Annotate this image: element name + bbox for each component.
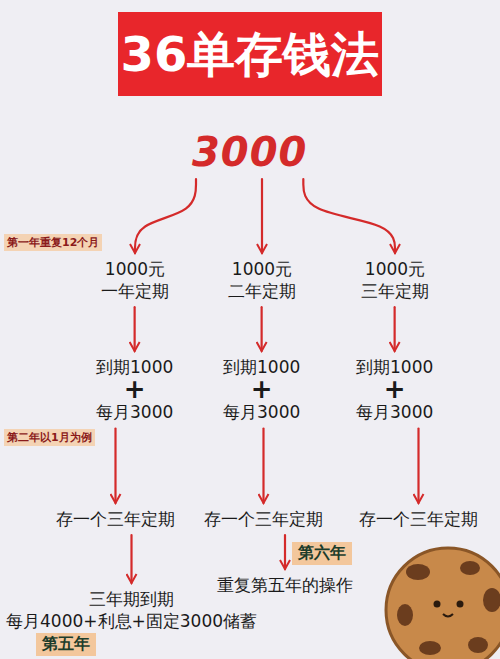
cookie <box>386 548 500 659</box>
node-text: 每月3000 <box>223 401 300 423</box>
node-text: 每月3000 <box>96 401 173 423</box>
amount-node: 3000 <box>190 128 309 176</box>
node-text: 每月3000 <box>356 401 433 423</box>
node-text: 1000元 一年定期 <box>92 258 178 302</box>
node-text: + <box>96 378 173 401</box>
flow-arrow <box>135 179 196 253</box>
node-text: 存一个三年定期 <box>56 508 175 530</box>
node-text: 3000 <box>192 130 307 174</box>
node-text: 1000元 二年定期 <box>219 258 305 302</box>
node-text: 到期1000 <box>96 356 173 378</box>
flow-arrow <box>261 307 263 351</box>
flow-arrow <box>130 535 132 583</box>
maturity-box: 到期1000+每月3000 <box>94 354 175 426</box>
year-note: 第一年重复12个月 <box>4 234 102 251</box>
year-tag: 第五年 <box>36 633 96 656</box>
node-text: + <box>356 378 433 401</box>
title-text: 36单存钱法 <box>118 12 382 96</box>
deposit-box: 1000元 二年定期 <box>217 256 307 304</box>
node-text: 1000元 三年定期 <box>352 258 438 302</box>
year-tag: 第六年 <box>292 542 352 565</box>
flow-arrow <box>394 307 396 351</box>
three-year-box: 存一个三年定期 <box>54 506 177 532</box>
maturity-box: 到期1000+每月3000 <box>354 354 435 426</box>
node-text: + <box>223 378 300 401</box>
node-text: 到期1000 <box>356 356 433 378</box>
year-note: 第二年以1月为例 <box>4 429 95 446</box>
flow-arrow <box>261 179 263 253</box>
title-banner: 36单存钱法 <box>118 12 382 96</box>
node-text: 到期1000 <box>223 356 300 378</box>
flow-arrow <box>303 179 395 253</box>
node-text: 每月4000+利息+固定3000储蓄 <box>6 610 257 632</box>
node-text: 存一个三年定期 <box>359 508 478 530</box>
flow-arrow <box>134 307 136 351</box>
flow-arrow <box>417 429 419 503</box>
sixth-year-box: 重复第五年的操作 <box>215 572 355 598</box>
node-text: 重复第五年的操作 <box>217 574 353 596</box>
maturity-box: 到期1000+每月3000 <box>221 354 302 426</box>
deposit-box: 1000元 三年定期 <box>350 256 440 304</box>
three-year-box: 存一个三年定期 <box>202 506 325 532</box>
node-text: 存一个三年定期 <box>204 508 323 530</box>
deposit-box: 1000元 一年定期 <box>90 256 180 304</box>
three-year-box: 存一个三年定期 <box>357 506 480 532</box>
flow-arrow <box>114 429 116 503</box>
flow-arrow <box>284 535 286 569</box>
flow-arrow <box>262 429 264 503</box>
